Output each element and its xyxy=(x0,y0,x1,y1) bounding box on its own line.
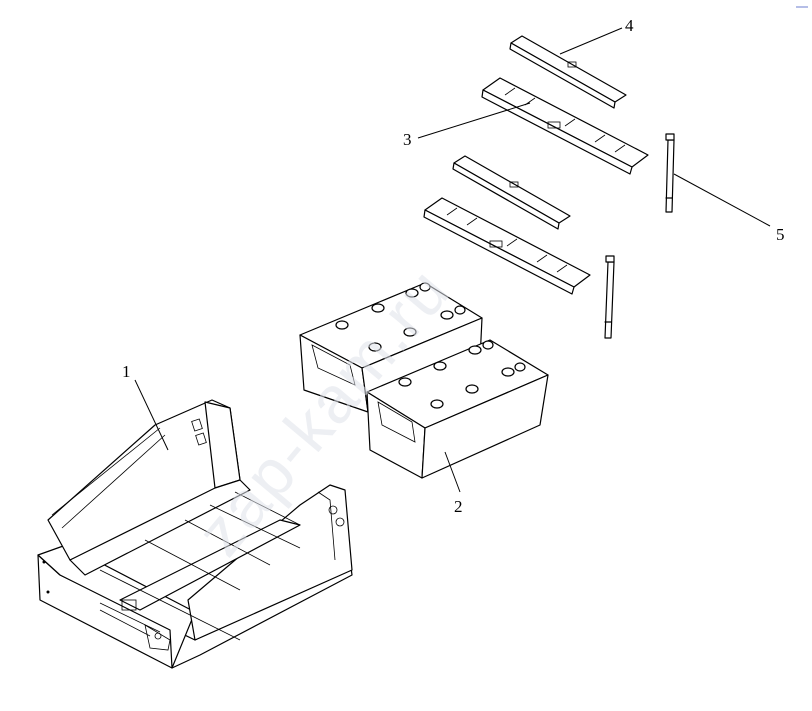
callout-5-label: 5 xyxy=(776,225,785,244)
battery-left-terminals xyxy=(335,282,466,352)
tie-rod-right-drawing xyxy=(665,133,675,213)
callout-2-label: 2 xyxy=(454,497,463,516)
callout-4-label: 4 xyxy=(625,16,634,35)
callout-1: 1 xyxy=(122,362,169,451)
frame-lower-drawing xyxy=(423,197,591,295)
callout-5: 5 xyxy=(673,173,785,244)
callout-4: 4 xyxy=(559,16,634,55)
battery-right-drawing xyxy=(366,339,549,479)
callout-1-label: 1 xyxy=(122,362,131,381)
tie-rod-left-drawing xyxy=(604,255,615,339)
frame-upper-drawing xyxy=(481,77,649,175)
callout-2: 2 xyxy=(444,451,463,516)
battery-right-terminals xyxy=(398,340,526,409)
clamp-lower-drawing xyxy=(452,155,571,230)
clamp-upper-drawing xyxy=(509,35,627,109)
battery-box-drawing xyxy=(37,399,353,669)
callout-3-label: 3 xyxy=(403,130,412,149)
callout-3: 3 xyxy=(403,102,531,149)
